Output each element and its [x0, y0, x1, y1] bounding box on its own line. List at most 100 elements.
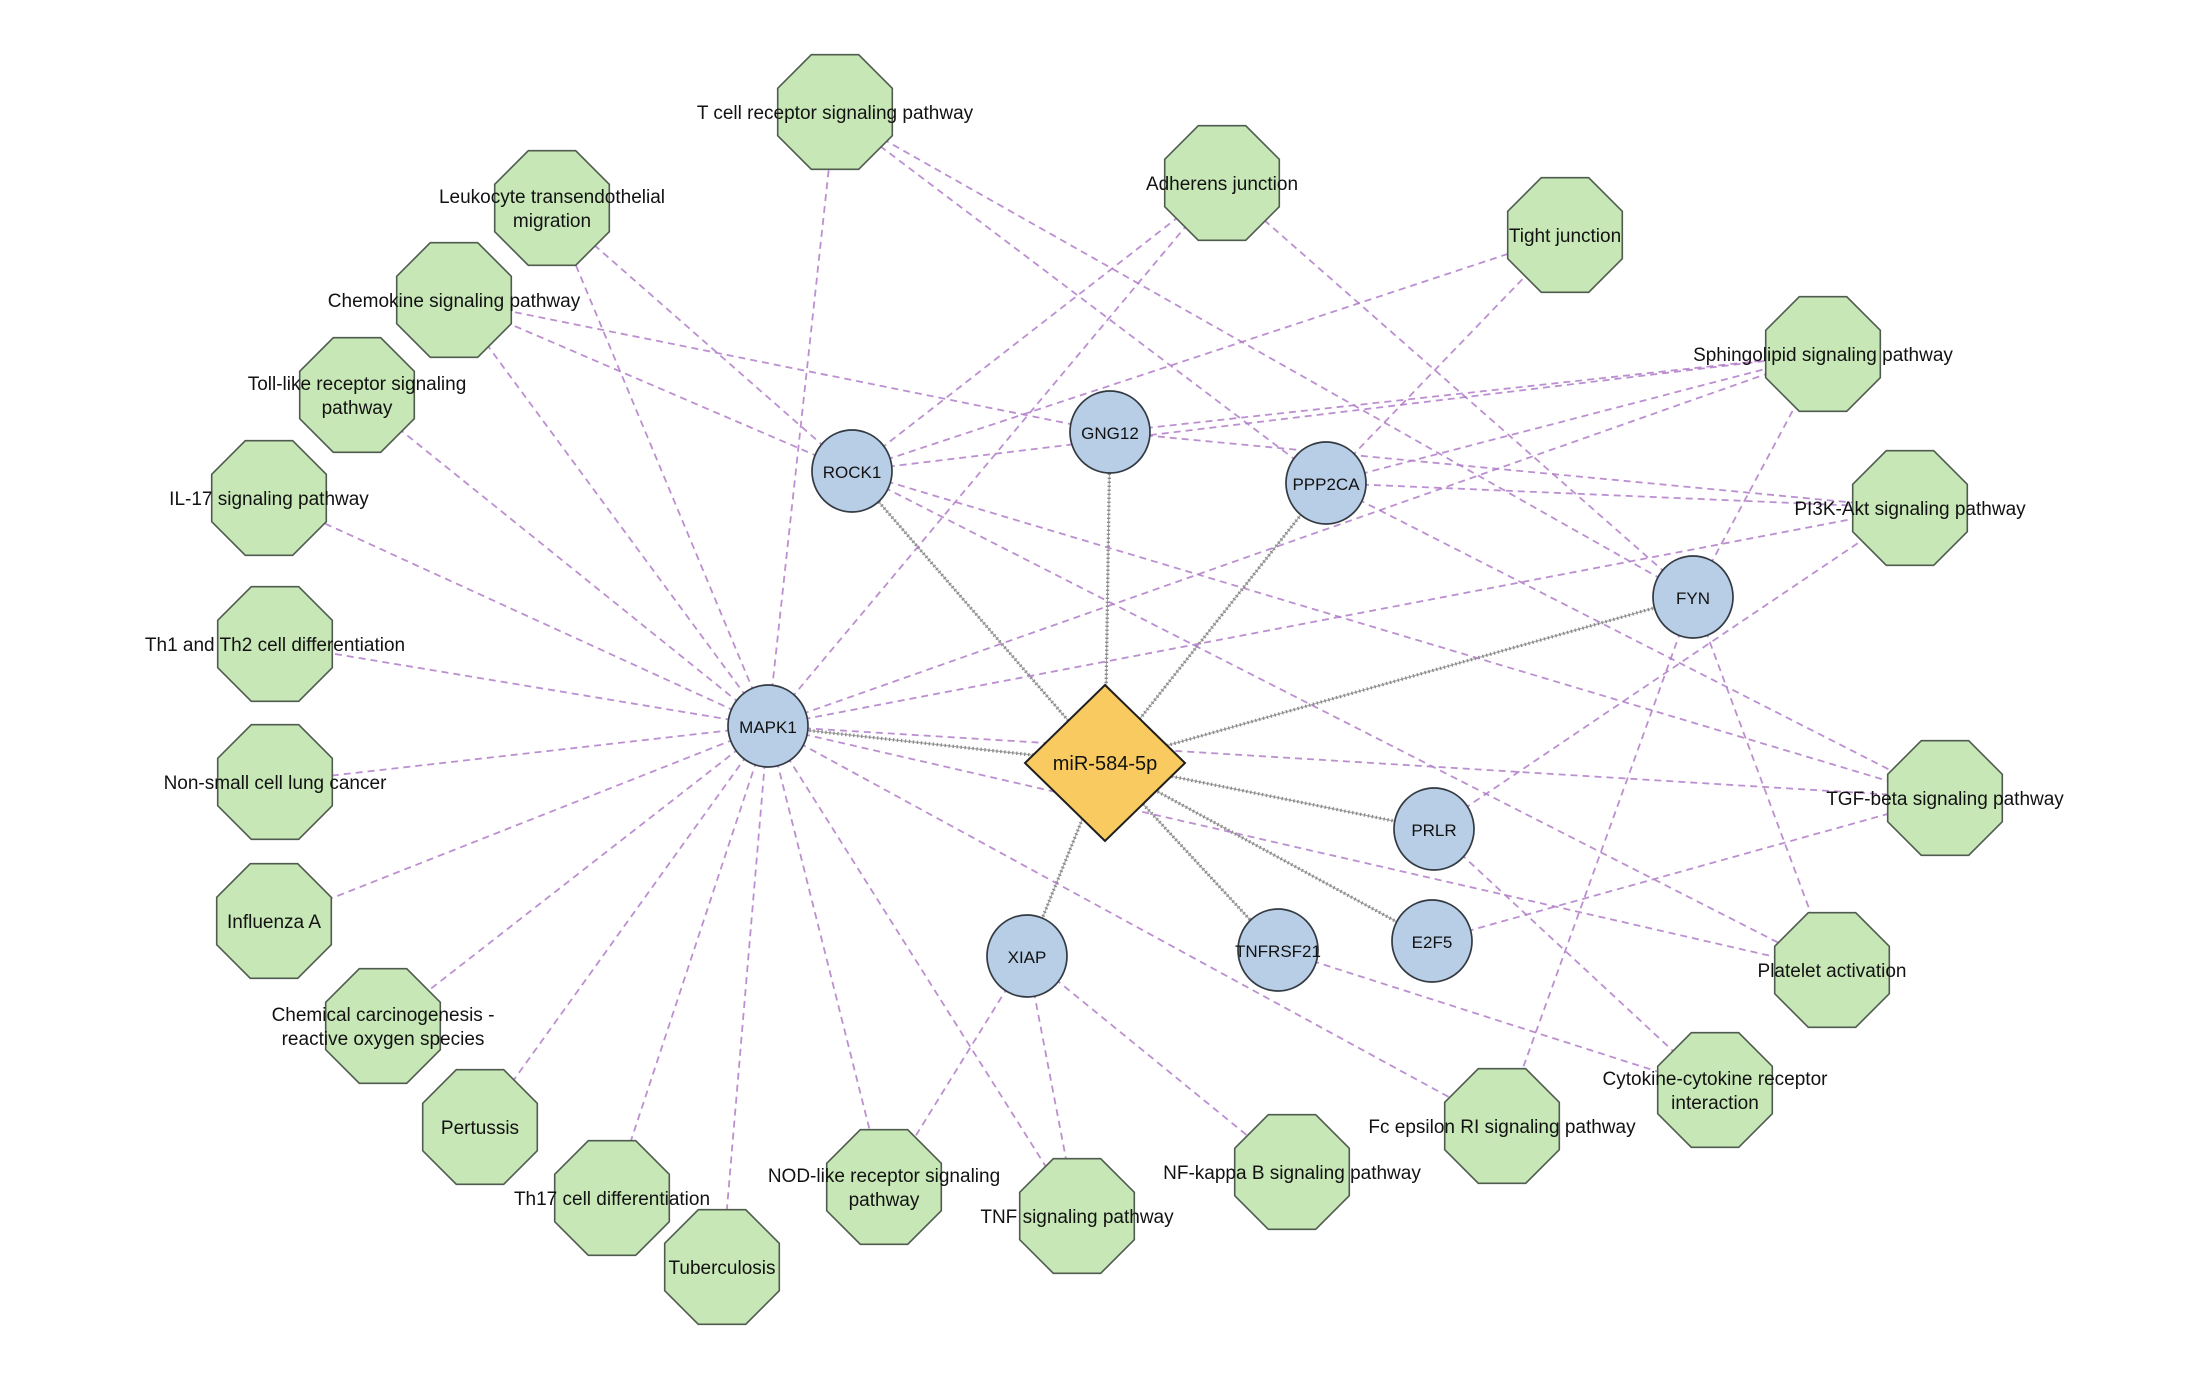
pathway-node-th1th2[interactable]: Th1 and Th2 cell differentiation: [145, 585, 405, 703]
dashed-edge-line: [1026, 955, 1293, 1173]
edge-mapk1-nod[interactable]: [767, 725, 885, 1188]
edge-ppp2ca-tcr[interactable]: [834, 111, 1327, 484]
dashed-edge-line: [1325, 353, 1824, 484]
octagon-shape: [1163, 124, 1281, 242]
pathway-node-platelet[interactable]: Platelet activation: [1758, 911, 1907, 1029]
dashed-edge-line: [767, 111, 836, 727]
edge-mapk1-tnf[interactable]: [767, 725, 1078, 1217]
gene-node-e2f5[interactable]: E2F5: [1391, 899, 1473, 983]
edge-fyn-platelet[interactable]: [1692, 596, 1833, 971]
pathway-node-tgfb[interactable]: TGF-beta signaling pathway: [1826, 739, 2064, 857]
edge-mapk1-pertussis[interactable]: [479, 725, 769, 1128]
edge-mapk1-th17[interactable]: [611, 725, 769, 1199]
edge-mir584-rock1[interactable]: [850, 469, 1107, 765]
edge-mapk1-tgfb[interactable]: [767, 725, 1946, 799]
dashed-edge-line: [1325, 482, 1946, 799]
dashed-edge-line: [767, 725, 885, 1188]
edge-mapk1-th1th2[interactable]: [274, 643, 769, 727]
edge-xiap-nod[interactable]: [883, 955, 1028, 1188]
gene-node-prlr[interactable]: PRLR: [1393, 787, 1475, 871]
edge-mapk1-il17[interactable]: [268, 497, 769, 727]
edge-ppp2ca-tgfb[interactable]: [1325, 482, 1946, 799]
edge-mir584-e2f5[interactable]: [1104, 761, 1433, 943]
pathway-node-chemcarc[interactable]: Chemical carcinogenesis -reactive oxygen…: [272, 967, 495, 1085]
edge-mapk1-chemokine[interactable]: [453, 299, 769, 727]
edge-mapk1-tcr[interactable]: [767, 111, 836, 727]
pathway-node-nfkb[interactable]: NF-kappa B signaling pathway: [1163, 1113, 1421, 1231]
edge-rock1-leukocyte[interactable]: [551, 207, 853, 472]
edge-rock1-tight[interactable]: [851, 234, 1566, 472]
pathway-node-fceri[interactable]: Fc epsilon RI signaling pathway: [1368, 1067, 1636, 1185]
edge-rock1-adherens[interactable]: [851, 182, 1223, 472]
edge-mir584-fyn[interactable]: [1104, 595, 1694, 765]
edge-mapk1-fceri[interactable]: [767, 725, 1503, 1127]
edge-tnfrsf21-cytokine[interactable]: [1277, 949, 1716, 1091]
pathway-node-tight[interactable]: Tight junction: [1506, 176, 1624, 294]
edge-fyn-fceri[interactable]: [1501, 596, 1694, 1127]
gene-node-rock1[interactable]: ROCK1: [811, 429, 893, 513]
dashed-edge-line: [1431, 797, 1946, 942]
edge-xiap-nfkb[interactable]: [1026, 955, 1293, 1173]
pathway-node-tb[interactable]: Tuberculosis: [663, 1208, 781, 1326]
edge-gng12-sphingo[interactable]: [1109, 353, 1824, 433]
dashed-edge-line: [1692, 596, 1833, 971]
octagon-shape: [298, 336, 416, 454]
edge-gng12-pi3k[interactable]: [1109, 431, 1911, 509]
edge-mapk1-leukocyte[interactable]: [551, 207, 769, 727]
edge-mapk1-tlr[interactable]: [356, 394, 769, 727]
pathway-node-tnf[interactable]: TNF signaling pathway: [980, 1157, 1174, 1275]
gene-node-fyn[interactable]: FYN: [1652, 555, 1734, 639]
edge-ppp2ca-sphingo[interactable]: [1325, 353, 1824, 484]
edge-mapk1-platelet[interactable]: [767, 725, 1833, 971]
gene-node-mapk1[interactable]: MAPK1: [727, 684, 809, 768]
edge-fyn-tcr[interactable]: [834, 111, 1694, 598]
pathway-node-influenza[interactable]: Influenza A: [215, 862, 333, 980]
edge-mir584-ppp2ca[interactable]: [1103, 481, 1328, 765]
edge-mapk1-nsclc[interactable]: [274, 725, 769, 783]
gene-node-tnfrsf21[interactable]: TNFRSF21: [1235, 908, 1321, 992]
edge-mapk1-chemcarc[interactable]: [382, 725, 769, 1027]
pathway-node-adherens[interactable]: Adherens junction: [1146, 124, 1298, 242]
edge-mapk1-influenza[interactable]: [273, 725, 769, 922]
pathway-node-sphingo[interactable]: Sphingolipid signaling pathway: [1693, 295, 1953, 413]
dashed-edge-line: [1433, 828, 1716, 1091]
edge-rock1-tgfb[interactable]: [851, 470, 1946, 799]
solid-edge-hatch: [1103, 761, 1280, 952]
edge-mapk1-sphingo[interactable]: [767, 353, 1824, 727]
edge-gng12-chemokine[interactable]: [453, 299, 1111, 433]
dashed-edge-line: [1109, 353, 1824, 433]
octagon-shape: [1773, 911, 1891, 1029]
edge-rock1-platelet[interactable]: [851, 470, 1833, 971]
edge-fyn-adherens[interactable]: [1221, 182, 1694, 598]
edge-prlr-cytokine[interactable]: [1433, 828, 1716, 1091]
edge-ppp2ca-pi3k[interactable]: [1325, 482, 1911, 509]
edge-mapk1-tb[interactable]: [721, 725, 769, 1268]
mirna-node-mir584[interactable]: miR-584-5p: [1023, 683, 1187, 843]
pathway-node-nsclc[interactable]: Non-small cell lung cancer: [164, 723, 387, 841]
edge-rock1-chemokine[interactable]: [453, 299, 853, 472]
octagon-shape: [1506, 176, 1624, 294]
solid-edge-line: [1104, 596, 1694, 764]
pathway-node-il17[interactable]: IL-17 signaling pathway: [169, 439, 369, 557]
edge-ppp2ca-tight[interactable]: [1325, 234, 1566, 484]
dashed-edge-line: [273, 725, 769, 922]
pathway-node-pertussis[interactable]: Pertussis: [421, 1068, 539, 1186]
edge-mapk1-adherens[interactable]: [767, 182, 1223, 727]
gene-node-ppp2ca[interactable]: PPP2CA: [1285, 441, 1367, 525]
gene-node-gng12[interactable]: GNG12: [1069, 390, 1151, 474]
dashed-edge-line: [767, 182, 1223, 727]
pathway-node-pi3k[interactable]: PI3K-Akt signaling pathway: [1794, 449, 2026, 567]
dashed-edge-line: [851, 470, 1946, 799]
circle-shape: [1652, 555, 1734, 639]
dashed-edge-line: [851, 470, 1833, 971]
gene-node-xiap[interactable]: XIAP: [986, 914, 1068, 998]
dashed-edge-line: [611, 725, 769, 1199]
pathway-node-tcr[interactable]: T cell receptor signaling pathway: [697, 53, 974, 171]
dashed-edge-line: [767, 725, 1078, 1217]
dashed-edge-line: [551, 207, 769, 727]
edge-e2f5-tgfb[interactable]: [1431, 797, 1946, 942]
